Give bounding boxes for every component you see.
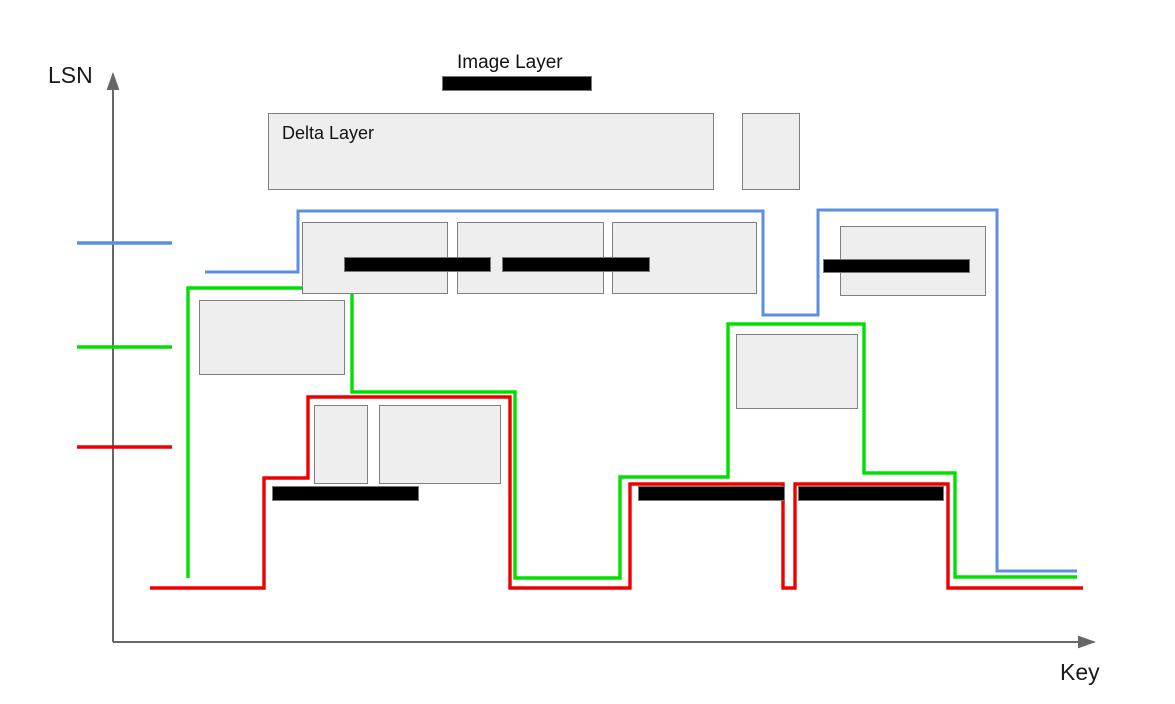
red-level-line: [150, 395, 1083, 590]
delta-layer-box: [742, 113, 800, 190]
delta-layer-box: [268, 113, 714, 190]
green-layer-box: [199, 300, 345, 375]
image-layer-label: Image Layer: [457, 52, 563, 73]
red-layer-box: [379, 405, 501, 484]
blue-level-line: [205, 208, 1077, 573]
red-layer-page-bar: [638, 486, 785, 501]
x-axis-label: Key: [1060, 659, 1100, 685]
red-layer-page-bar: [798, 486, 944, 501]
blue-layer-page-bar: [823, 259, 970, 273]
y-axis-label: LSN: [48, 62, 93, 88]
green-layer-box: [736, 334, 858, 409]
red-layer-page-bar: [272, 486, 419, 501]
delta-layer-label: Delta Layer: [282, 123, 375, 143]
axis-ticks: [77, 241, 172, 449]
red-layer-box: [314, 405, 368, 484]
blue-layer-page-bar: [502, 257, 650, 272]
blue-layer-page-bar: [344, 257, 491, 272]
image-layer-page-bar: [442, 76, 592, 91]
green-level-line: [186, 286, 1077, 580]
